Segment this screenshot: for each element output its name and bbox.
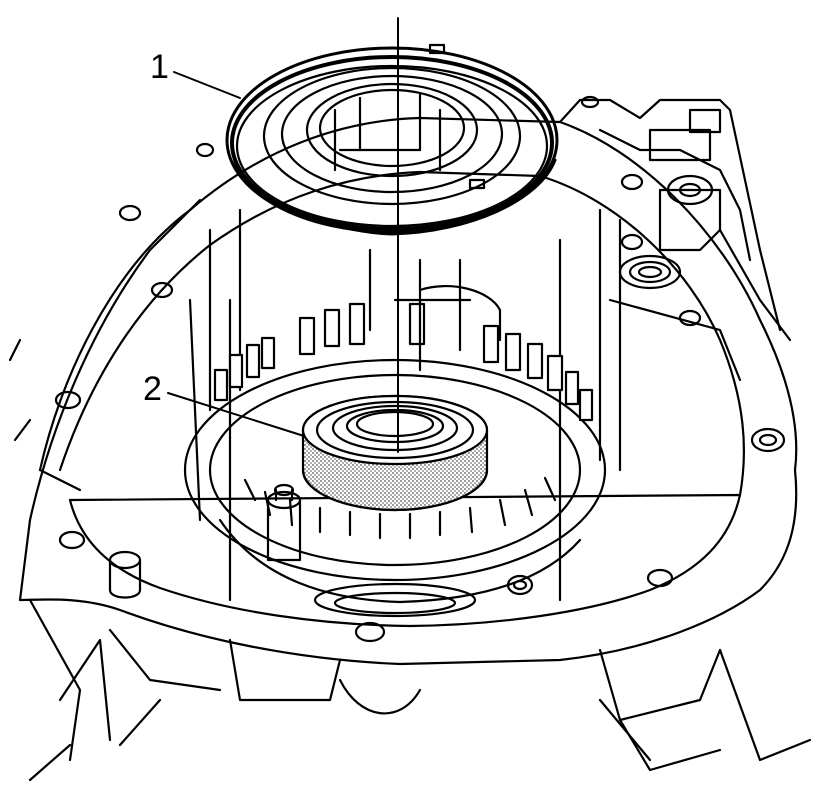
center-shaft — [368, 248, 502, 372]
clutch-housing — [183, 238, 607, 618]
case-lower-walls — [108, 628, 812, 772]
callout-1: 1 — [150, 48, 169, 86]
leader-line-2 — [167, 392, 305, 437]
locating-dowel — [108, 550, 142, 599]
leader-line-1 — [173, 71, 241, 99]
flange-bolt-holes — [54, 95, 786, 643]
bolt-stud — [266, 483, 302, 562]
case-flange — [18, 116, 798, 666]
upper-seal-ring — [225, 43, 559, 236]
casting-detail-left — [8, 208, 242, 782]
lower-seal — [301, 394, 489, 512]
callout-2: 2 — [143, 370, 162, 408]
casting-detail-right — [558, 98, 792, 472]
clutch-plate-lugs — [213, 302, 594, 422]
